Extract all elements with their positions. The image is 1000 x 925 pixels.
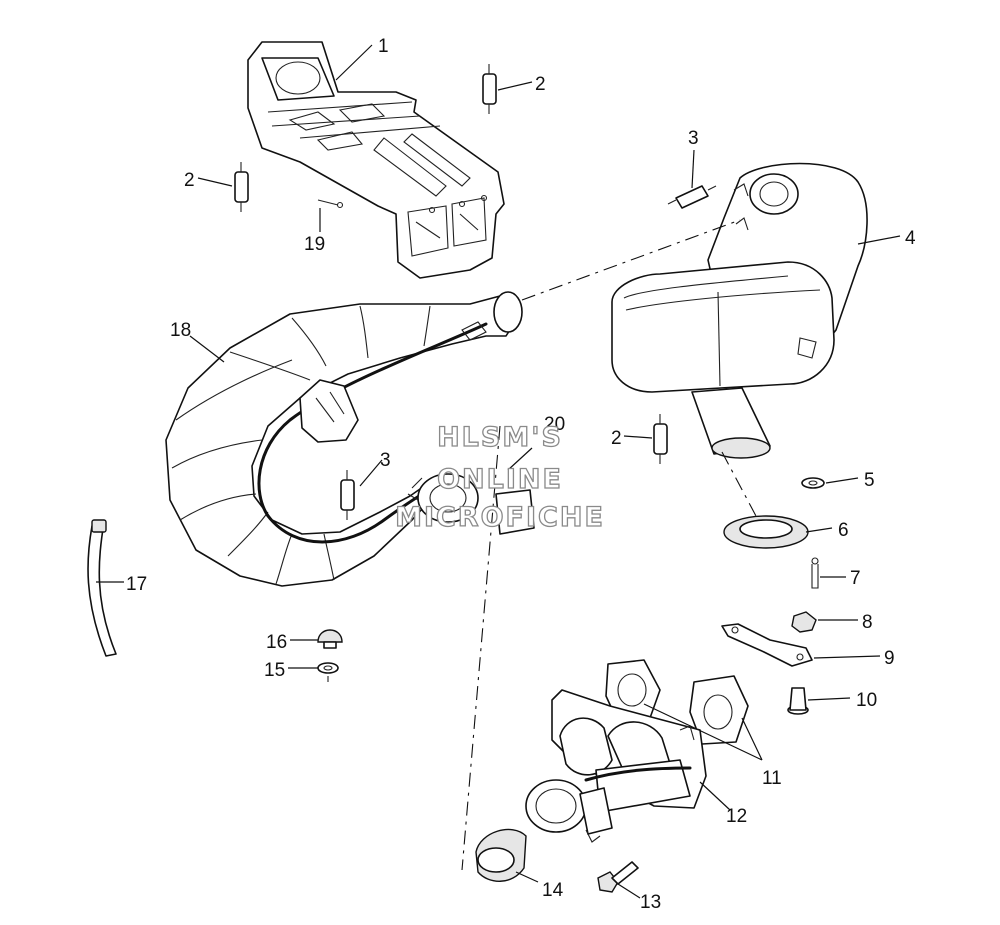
- callout-3-upper: 3: [688, 128, 699, 149]
- muffler: [611, 162, 868, 459]
- callout-16: 16: [266, 632, 287, 653]
- leader-lines: [96, 44, 901, 899]
- gasket-6: [723, 515, 809, 549]
- callout-2-center: 2: [611, 428, 622, 449]
- spring-3-upper: [667, 185, 717, 209]
- watermark-line-2: ONLINE: [437, 464, 563, 495]
- callout-7: 7: [850, 568, 861, 589]
- callout-9: 9: [884, 648, 895, 669]
- callout-14: 14: [542, 880, 564, 901]
- pin-19: [317, 199, 344, 209]
- bolt-7: [811, 557, 819, 589]
- seal-cup-14: [475, 828, 527, 882]
- callout-2-left: 2: [184, 170, 195, 191]
- nut-8: [791, 611, 817, 633]
- callout-8: 8: [862, 612, 873, 633]
- grommet-16: [317, 629, 343, 649]
- callout-17: 17: [126, 574, 147, 595]
- bolt-13: [597, 861, 639, 893]
- spring-2-center: [653, 414, 668, 464]
- watermark-line-1: HLSM'S: [437, 422, 563, 453]
- callout-11: 11: [762, 768, 782, 789]
- spring-2-top: [482, 64, 497, 114]
- spring-3-lower: [340, 470, 355, 520]
- expansion-chamber: [165, 291, 523, 587]
- bracket-plate-9: [721, 623, 813, 667]
- callout-19: 19: [304, 234, 325, 255]
- coupler-20: [407, 473, 535, 535]
- washer-15: [317, 662, 339, 682]
- strap-17: [87, 519, 117, 657]
- callout-13: 13: [640, 892, 661, 913]
- callout-4: 4: [905, 228, 916, 249]
- callout-20: 20: [544, 414, 565, 435]
- watermark-line-3: MICROFICHE: [395, 502, 605, 533]
- callout-1: 1: [378, 36, 389, 57]
- exhaust-manifold: [525, 689, 707, 843]
- callout-5: 5: [864, 470, 875, 491]
- washer-5: [801, 477, 825, 489]
- callout-2-top: 2: [535, 74, 546, 95]
- watermark: HLSM'S ONLINE MICROFICHE: [394, 421, 605, 533]
- stud-10: [787, 687, 809, 715]
- mounting-bracket: [247, 41, 505, 279]
- callout-10: 10: [856, 690, 877, 711]
- callout-12: 12: [726, 806, 747, 827]
- callout-18: 18: [170, 320, 191, 341]
- callout-3-lower: 3: [380, 450, 391, 471]
- spring-2-left: [234, 162, 249, 212]
- callout-labels: 1 2 2 2 3 3 4 5 6 7 8 9 10 11 12 13 14 1…: [126, 36, 916, 913]
- gasket-11-right: [689, 675, 749, 745]
- center-lines: [461, 219, 757, 871]
- callout-15: 15: [264, 660, 285, 681]
- callout-6: 6: [838, 520, 849, 541]
